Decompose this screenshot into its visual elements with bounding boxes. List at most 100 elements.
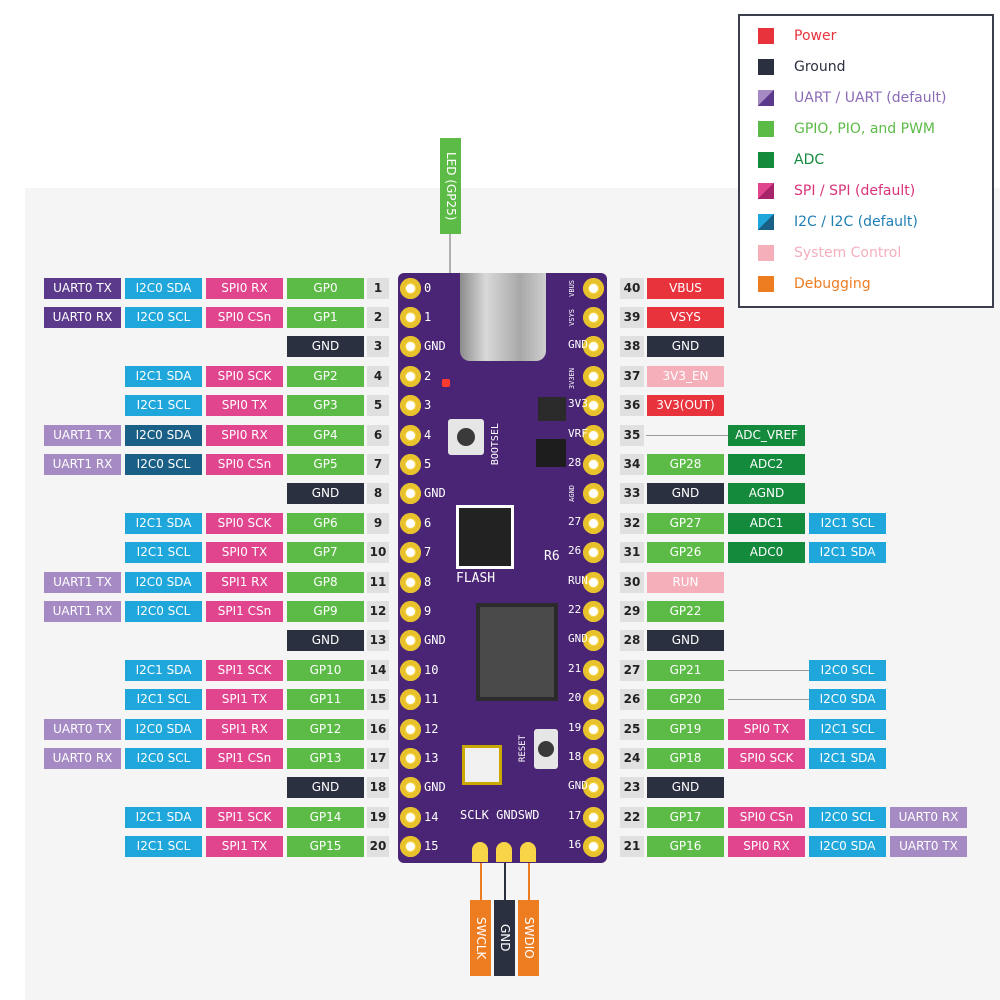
pin-number: 7 <box>367 453 389 475</box>
pin-label-adc1: ADC1 <box>728 512 805 534</box>
pin-label-uart0-rx: UART0 RX <box>890 806 967 828</box>
silkscreen-label: 18 <box>568 749 582 763</box>
debug-silk-label: SCLK GNDSWD <box>460 808 540 822</box>
pin-label-spi0-rx: SPI0 RX <box>728 836 805 858</box>
pin-pad <box>400 542 421 564</box>
pin-pad <box>583 747 604 769</box>
crystal <box>462 745 502 785</box>
legend-label-debugging: Debugging <box>794 276 871 292</box>
pin-pad <box>400 395 421 417</box>
pin-number: 10 <box>367 542 389 564</box>
pin-pad <box>583 483 604 505</box>
pin-label-gnd: GND <box>287 336 364 358</box>
debug-label-gnd: GND <box>494 900 515 976</box>
pin-label-gp1: GP1 <box>287 306 364 328</box>
debug-pin-line <box>504 863 506 901</box>
pin-label-i2c0-scl: I2C0 SCL <box>125 306 202 328</box>
flash-chip <box>456 505 514 569</box>
leader-line <box>646 434 728 436</box>
pin-pad <box>583 453 604 475</box>
silkscreen-label: 3V3EN <box>568 367 576 389</box>
pin-label-i2c0-sda: I2C0 SDA <box>125 571 202 593</box>
silkscreen-label: GND <box>568 632 588 646</box>
pin-label-vsys: VSYS <box>647 306 724 328</box>
pin-number: 32 <box>620 512 644 534</box>
pin-label-gp16: GP16 <box>647 836 724 858</box>
led-icon <box>442 379 450 387</box>
pin-label-spi0-tx: SPI0 TX <box>206 395 283 417</box>
pin-label-spi0-rx: SPI0 RX <box>206 424 283 446</box>
pin-label-gp0: GP0 <box>287 277 364 299</box>
pin-label-spi0-tx: SPI0 TX <box>206 542 283 564</box>
pin-label-gp8: GP8 <box>287 571 364 593</box>
pin-label-i2c1-scl: I2C1 SCL <box>809 512 886 534</box>
pin-label-uart1-rx: UART1 RX <box>44 453 121 475</box>
pin-pad <box>583 277 604 299</box>
silkscreen-label: 0 <box>424 280 432 295</box>
pin-label-spi0-rx: SPI0 RX <box>206 277 283 299</box>
pin-number: 9 <box>367 512 389 534</box>
pin-label-gp12: GP12 <box>287 718 364 740</box>
pin-label-i2c1-sda: I2C1 SDA <box>125 365 202 387</box>
reset-button[interactable] <box>534 729 558 769</box>
silkscreen-label: 17 <box>568 808 582 822</box>
pin-number: 35 <box>620 424 644 446</box>
pin-label-gp21: GP21 <box>647 659 724 681</box>
pin-number: 13 <box>367 630 389 652</box>
silkscreen-label: 14 <box>424 809 439 824</box>
debug-pad <box>496 842 512 862</box>
silkscreen-label: 7 <box>424 545 432 560</box>
pin-label-uart1-tx: UART1 TX <box>44 571 121 593</box>
rp2040-chip <box>476 603 558 701</box>
pin-label-spi1-tx: SPI1 TX <box>206 689 283 711</box>
pin-pad <box>400 806 421 828</box>
leader-line <box>728 699 809 701</box>
pico-board: BOOTSEL FLASH R6 RESET SCLK GNDSWD <box>398 273 607 863</box>
pin-label-gnd: GND <box>647 336 724 358</box>
pin-label-i2c1-sda: I2C1 SDA <box>809 747 886 769</box>
pin-pad <box>400 483 421 505</box>
pin-label-gp13: GP13 <box>287 747 364 769</box>
pin-number: 25 <box>620 718 644 740</box>
pin-number: 30 <box>620 571 644 593</box>
silkscreen-label: 1 <box>424 309 432 324</box>
silkscreen-label: 20 <box>568 691 582 705</box>
pin-label-uart1-tx: UART1 TX <box>44 424 121 446</box>
legend-swatch-power <box>758 28 774 44</box>
bootsel-button[interactable] <box>448 419 484 455</box>
pin-number: 17 <box>367 747 389 769</box>
pin-label-i2c0-sda: I2C0 SDA <box>809 836 886 858</box>
legend-swatch-spi-spi-default <box>758 183 774 199</box>
pin-label-3v3-out: 3V3(OUT) <box>647 395 724 417</box>
reset-label: RESET <box>518 735 528 763</box>
pin-label-adc0: ADC0 <box>728 542 805 564</box>
regulator-chip <box>538 397 566 421</box>
pin-label-gp22: GP22 <box>647 600 724 622</box>
pin-number: 31 <box>620 542 644 564</box>
pin-label-adc-vref: ADC_VREF <box>728 424 805 446</box>
pin-number: 33 <box>620 483 644 505</box>
legend-swatch-adc <box>758 152 774 168</box>
pin-label-spi1-csn: SPI1 CSn <box>206 600 283 622</box>
pin-label-gp9: GP9 <box>287 600 364 622</box>
pin-pad <box>583 659 604 681</box>
pin-pad <box>583 806 604 828</box>
pin-number: 3 <box>367 336 389 358</box>
silkscreen-label: 10 <box>424 662 439 677</box>
legend-label-gpio-pio-and-pwm: GPIO, PIO, and PWM <box>794 121 935 137</box>
pin-label-gp15: GP15 <box>287 836 364 858</box>
leader-line <box>728 669 809 671</box>
pin-pad <box>400 424 421 446</box>
pin-label-gp6: GP6 <box>287 512 364 534</box>
pin-pad <box>583 689 604 711</box>
pin-pad <box>400 277 421 299</box>
legend-label-power: Power <box>794 28 837 44</box>
pin-label-gp26: GP26 <box>647 542 724 564</box>
pin-label-gp2: GP2 <box>287 365 364 387</box>
pin-pad <box>400 365 421 387</box>
pin-label-i2c0-scl: I2C0 SCL <box>809 659 886 681</box>
silkscreen-label: VBUS <box>568 279 576 297</box>
usb-c-connector <box>460 273 546 361</box>
legend-label-adc: ADC <box>794 152 825 168</box>
